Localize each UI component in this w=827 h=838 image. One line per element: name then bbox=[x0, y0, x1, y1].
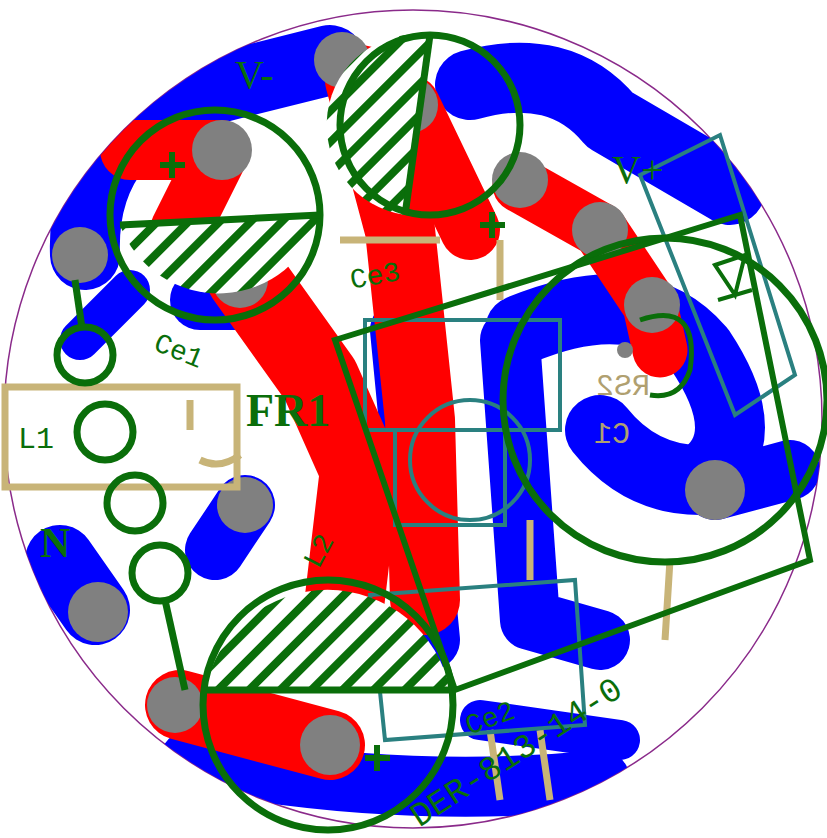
part-name: Ce1 bbox=[150, 330, 207, 375]
part-name: FR1 bbox=[246, 388, 330, 434]
part-name: RS2 bbox=[596, 372, 650, 402]
board-outline bbox=[4, 10, 822, 828]
copper bbox=[52, 32, 790, 787]
capacitor-symbol bbox=[110, 34, 827, 830]
diode-symbol bbox=[715, 255, 752, 300]
fuse-outline bbox=[335, 215, 810, 690]
part-name: Ce2 bbox=[462, 698, 519, 742]
net-label: N bbox=[40, 522, 70, 564]
part-name: C1 bbox=[594, 420, 630, 450]
part-name: L1 bbox=[18, 425, 54, 455]
part-name: L2 bbox=[300, 530, 341, 573]
board-id: DER-813-14-0 bbox=[405, 673, 629, 835]
net-label: V+ bbox=[612, 150, 663, 190]
net-label: V- bbox=[235, 55, 274, 95]
part-name: Ce3 bbox=[348, 259, 403, 295]
